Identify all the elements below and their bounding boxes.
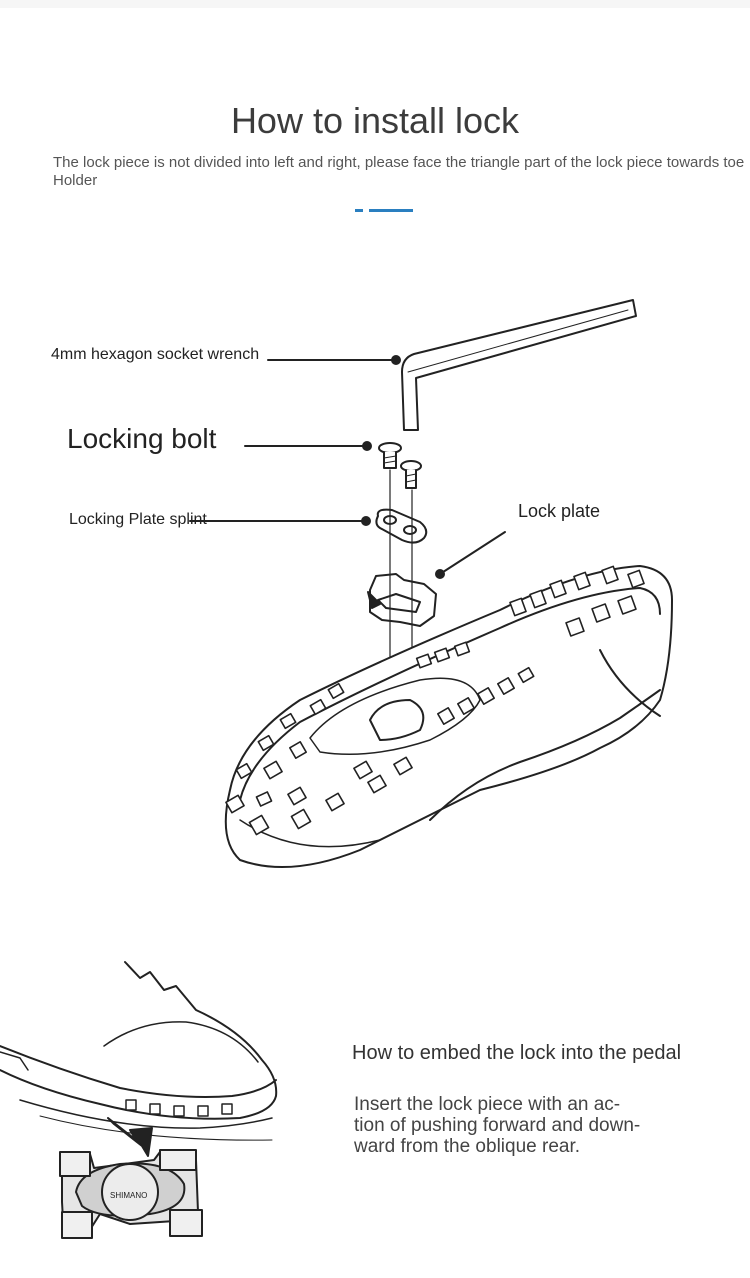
embed-line-3: ward from the oblique rear. [354, 1136, 581, 1157]
accent-divider-short [355, 209, 363, 212]
label-plate-splint: Locking Plate splint [69, 511, 207, 528]
top-strip [0, 0, 750, 8]
pedal-brand: SHIMANO [110, 1191, 147, 1200]
label-lock-plate: Lock plate [518, 501, 601, 521]
cleat-icon [367, 573, 437, 627]
hex-wrench-icon [401, 299, 637, 431]
arrow-down-icon [107, 1117, 153, 1157]
leader-lines [189, 355, 506, 579]
embed-section-title: How to embed the lock into the pedal [352, 1042, 682, 1064]
accent-divider-long [369, 209, 413, 212]
pedal-icon [59, 1149, 203, 1239]
shoe-sole-icon [224, 565, 673, 869]
embed-instructions: Insert the lock piece with an ac- tion o… [354, 1094, 684, 1157]
label-locking-bolt: Locking bolt [67, 423, 217, 454]
label-wrench: 4mm hexagon socket wrench [51, 346, 260, 363]
page-subtitle: The lock piece is not divided into left … [53, 154, 745, 189]
shoe-side-icon [0, 961, 278, 1141]
splint-plate-icon [375, 508, 428, 544]
page-title: How to install lock [230, 100, 520, 141]
embed-line-2: tion of pushing forward and down- [354, 1115, 641, 1136]
embed-line-1: Insert the lock piece with an ac- [354, 1094, 621, 1115]
locking-bolt-icon [378, 442, 422, 489]
